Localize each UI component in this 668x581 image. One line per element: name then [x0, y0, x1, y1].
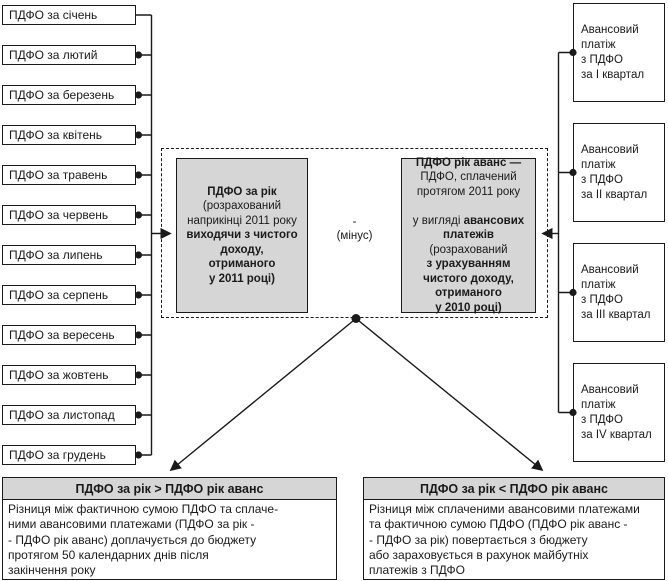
month-box: ПДФО за червень: [2, 205, 136, 225]
outcome-less-box: ПДФО за рік < ПДФО рік аванс Різниця між…: [363, 477, 665, 580]
advance-tax-mixed-line: у вигляді авансових: [404, 199, 533, 228]
outcome-less-body: Різниця між сплаченими авансовими платеж…: [369, 502, 640, 578]
quarter-connector-stubs: [558, 51, 573, 414]
month-box: ПДФО за лютий: [2, 45, 136, 65]
quarter-box: Авансовий платіж з ПДФО за I квартал: [573, 3, 665, 102]
month-connector-stubs: [135, 14, 152, 456]
advance-tax-bold1: платежів: [443, 229, 494, 242]
month-box: ПДФО за листопад: [2, 405, 136, 425]
outcome-less-header: ПДФО за рік < ПДФО рік аванс: [364, 478, 664, 500]
quarter-box: Авансовий платіж з ПДФО за II квартал: [573, 123, 665, 222]
quarter-column: Авансовий платіж з ПДФО за I квартал Ава…: [573, 3, 665, 462]
minus-operator: - (мінус): [308, 215, 401, 243]
month-box: ПДФО за травень: [2, 165, 136, 185]
month-box: ПДФО за жовтень: [2, 365, 136, 385]
month-box: ПДФО за серпень: [2, 285, 136, 305]
annual-tax-note: (розрахований наприкінці 2011 року: [187, 200, 297, 227]
outcome-less-arrow: [355, 317, 544, 472]
advance-tax-note2: (розрахований: [429, 243, 508, 256]
outcome-greater-header: ПДФО за рік > ПДФО рік аванс: [3, 478, 336, 500]
outcome-greater-arrow: [169, 317, 357, 472]
month-box: ПДФО за грудень: [2, 445, 136, 465]
minus-sign: -: [352, 216, 357, 228]
annual-tax-note-bold: виходячи з чистого доходу, отриманого у …: [186, 229, 298, 285]
month-box: ПДФО за липень: [2, 245, 136, 265]
month-box: ПДФО за березень: [2, 85, 136, 105]
month-box: ПДФО за січень: [2, 5, 136, 25]
advance-tax-box: ПДФО рік аванс — ПДФО, сплачений протяго…: [401, 156, 536, 314]
annual-tax-title: ПДФО за рік: [207, 185, 277, 198]
month-column: ПДФО за січень ПДФО за лютий ПДФО за бер…: [2, 5, 136, 465]
advance-tax-bold2: з урахуванням чистого доходу, отриманого…: [423, 258, 514, 314]
month-box: ПДФО за вересень: [2, 325, 136, 345]
outcome-greater-body: Різниця між фактичною сумою ПДФО та спла…: [8, 502, 279, 578]
advance-tax-mixed-normal: у вигляді: [412, 214, 464, 227]
quarter-box: Авансовий платіж з ПДФО за IV квартал: [573, 363, 665, 462]
advance-tax-mixed-bold: авансових: [463, 214, 525, 227]
quarter-box: Авансовий платіж з ПДФО за III квартал: [573, 243, 665, 342]
outcome-greater-box: ПДФО за рік > ПДФО рік аванс Різниця між…: [2, 477, 337, 580]
month-box: ПДФО за квітень: [2, 125, 136, 145]
minus-label: (мінус): [336, 230, 373, 242]
advance-tax-title: ПДФО рік аванс —: [415, 156, 522, 169]
advance-tax-note: ПДФО, сплачений протягом 2011 року: [416, 171, 521, 198]
annual-tax-box: ПДФО за рік (розрахований наприкінці 201…: [176, 158, 308, 313]
